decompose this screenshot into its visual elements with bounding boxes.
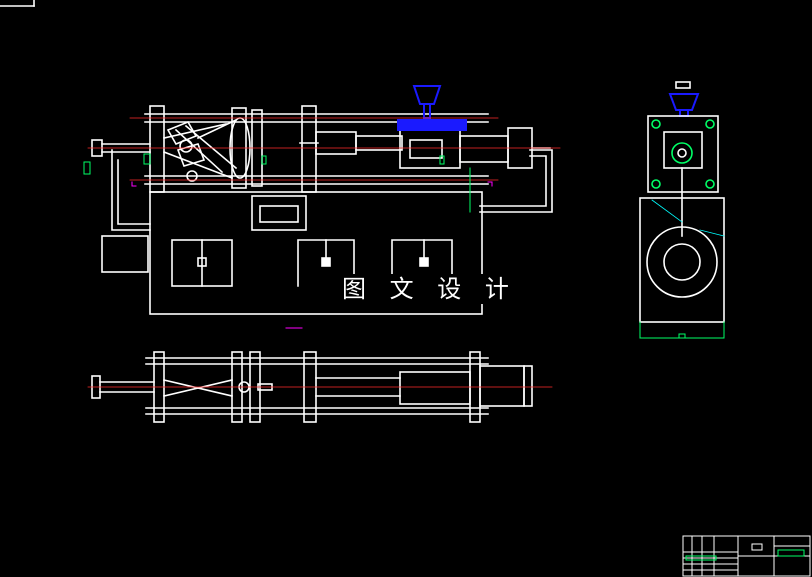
side-view [639, 81, 725, 339]
title-block [682, 535, 811, 577]
hydraulic-pipe [111, 149, 553, 231]
dimension-marks [83, 153, 471, 213]
toggle-mechanism [162, 118, 238, 182]
annotation-marks [131, 181, 493, 329]
top-view [87, 351, 553, 423]
fixed-platen [301, 105, 317, 193]
machine-bed [101, 191, 483, 315]
side-hopper [668, 93, 700, 117]
viewport-corner [0, 0, 35, 7]
front-view [83, 85, 561, 329]
hopper [397, 85, 467, 131]
watermark: 图 文 设 计 [340, 274, 519, 304]
rear-platen [149, 105, 165, 193]
